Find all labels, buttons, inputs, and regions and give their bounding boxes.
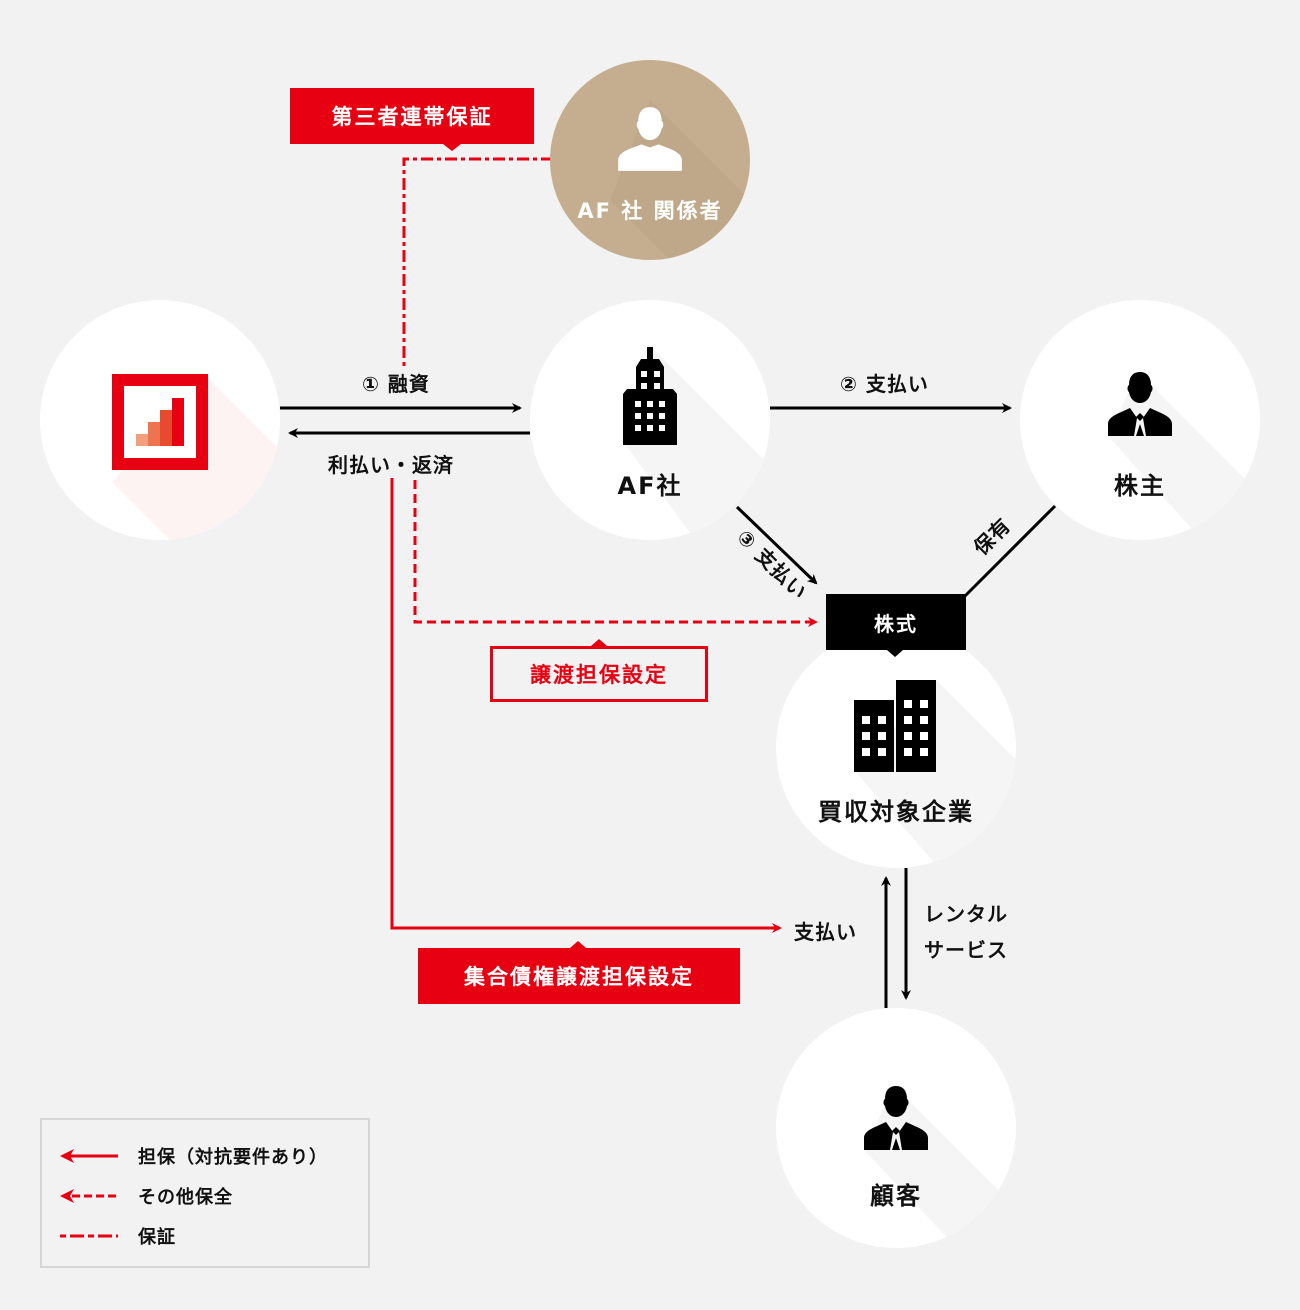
edge-label-payment-2: ② 支払い: [840, 372, 929, 396]
tag-transfer-security: 譲渡担保設定: [490, 639, 708, 702]
tag-shares-text: 株式: [874, 611, 918, 636]
tag-third-party-guarantee-text: 第三者連帯保証: [331, 105, 493, 129]
office-building-icon: [623, 347, 677, 445]
node-af-company-label: AF社: [617, 472, 683, 500]
edge-label-customer-payment: 支払い: [794, 920, 857, 944]
legend-item-security: 担保（対抗要件あり）: [60, 1144, 327, 1168]
person-icon: [1108, 372, 1172, 436]
node-af-related-label: AF 社 関係者: [577, 199, 723, 223]
buildings-icon: [854, 680, 936, 772]
node-target-company-label: 買収対象企業: [818, 798, 974, 826]
tag-transfer-security-text: 譲渡担保設定: [530, 663, 668, 687]
node-shareholder: 株主: [1020, 300, 1260, 540]
legend: 担保（対抗要件あり） その他保全 保証: [40, 1118, 370, 1268]
dash-dot-line-icon: [60, 1234, 118, 1238]
edge-label-interest-repayment: 利払い・返済: [328, 453, 454, 477]
edge-label-rental-service-1: レンタル: [924, 902, 1008, 926]
edge-label-loan: ① 融資: [362, 372, 430, 396]
edge-label-rental-service-2: サービス: [924, 938, 1008, 962]
legend-item-guarantee: 保証: [60, 1224, 175, 1248]
edge-label-payment-3: ③ 支払い: [732, 524, 813, 605]
tag-third-party-guarantee: 第三者連帯保証: [290, 88, 534, 151]
dashed-arrow-icon: [60, 1189, 118, 1203]
person-icon: [864, 1086, 928, 1150]
node-target-company: 買収対象企業: [776, 628, 1016, 868]
tag-collective-claims-security: 集合債権譲渡担保設定: [418, 941, 740, 1004]
legend-item-other-protection: その他保全: [60, 1184, 232, 1208]
node-shareholder-label: 株主: [1114, 472, 1166, 500]
edge-label-holding: 保有: [968, 513, 1016, 560]
node-af-company: AF社: [530, 300, 770, 540]
legend-label: 担保（対抗要件あり）: [138, 1147, 328, 1168]
node-customer-label: 顧客: [870, 1182, 922, 1210]
legend-label: 保証: [138, 1227, 176, 1248]
legend-label: その他保全: [138, 1187, 233, 1208]
node-af-related: AF 社 関係者: [550, 60, 750, 260]
node-customer: 顧客: [776, 1008, 1016, 1248]
node-lender: [40, 300, 280, 540]
person-icon: [618, 107, 682, 171]
bank-logo-icon: [112, 374, 208, 470]
tag-shares: 株式: [826, 594, 966, 657]
tag-collective-claims-security-text: 集合債権譲渡担保設定: [464, 965, 694, 989]
solid-arrow-icon: [60, 1149, 118, 1163]
collective-security-line: [390, 478, 782, 933]
